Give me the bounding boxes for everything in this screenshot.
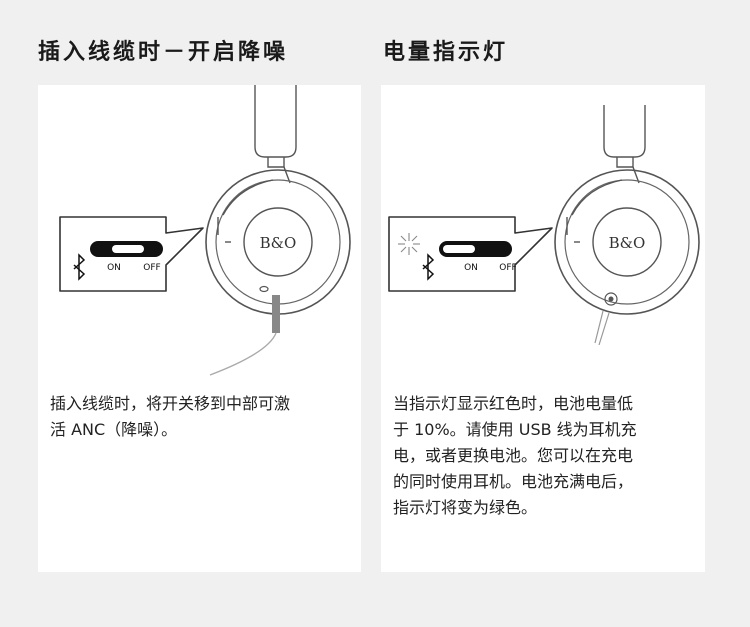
description-line: 电，或者更换电池。您可以在充电 [393, 446, 634, 465]
anc-description: 插入线缆时，将开关移到中部可激 活 ANC（降噪）。 [50, 391, 351, 443]
bo-logo-text: B&O [609, 234, 646, 252]
anc-cable-card: B&O ON OFF 插入线缆时，将开关移到中部可激 活 ANC（降噪）。 [38, 85, 361, 572]
left-panel-heading: 插入线缆时－开启降噪 [38, 40, 289, 65]
switch-on-label: ON [464, 263, 478, 273]
description-line: 于 10%。请使用 USB 线为耳机充 [393, 420, 637, 439]
description-line: 插入线缆时，将开关移到中部可激 [50, 394, 291, 413]
battery-description: 当指示灯显示红色时，电池电量低 于 10%。请使用 USB 线为耳机充 电，或者… [393, 391, 695, 521]
usb-cable [594, 310, 610, 346]
description-line: 的同时使用耳机。电池充满电后， [393, 472, 634, 491]
bo-logo-text: B&O [260, 234, 297, 252]
battery-indicator-card: B&O ON OFF 当指示灯显示红色时，电池电量低 于 10%。请使用 USB… [381, 85, 705, 572]
led-blink-icon [398, 233, 420, 255]
headphone-anc-illustration: B&O ON OFF [59, 85, 351, 376]
right-panel-heading: 电量指示灯 [383, 40, 509, 65]
switch-on-label: ON [107, 263, 121, 273]
switch-off-label: OFF [499, 263, 516, 273]
led-indicator [259, 285, 269, 293]
bluetooth-icon [422, 253, 435, 281]
power-switch-slider [112, 245, 144, 253]
cable [209, 332, 277, 376]
description-line: 活 ANC（降噪）。 [50, 420, 178, 439]
description-line: 当指示灯显示红色时，电池电量低 [393, 394, 634, 413]
bluetooth-icon [73, 253, 86, 281]
cable-plug [272, 295, 280, 333]
usb-port [604, 292, 618, 306]
power-switch-slider [443, 245, 475, 253]
headphone-battery-illustration: B&O ON OFF [388, 105, 700, 346]
description-line: 指示灯将变为绿色。 [393, 498, 538, 517]
ear-cup-outline [554, 169, 700, 315]
switch-off-label: OFF [143, 263, 160, 273]
